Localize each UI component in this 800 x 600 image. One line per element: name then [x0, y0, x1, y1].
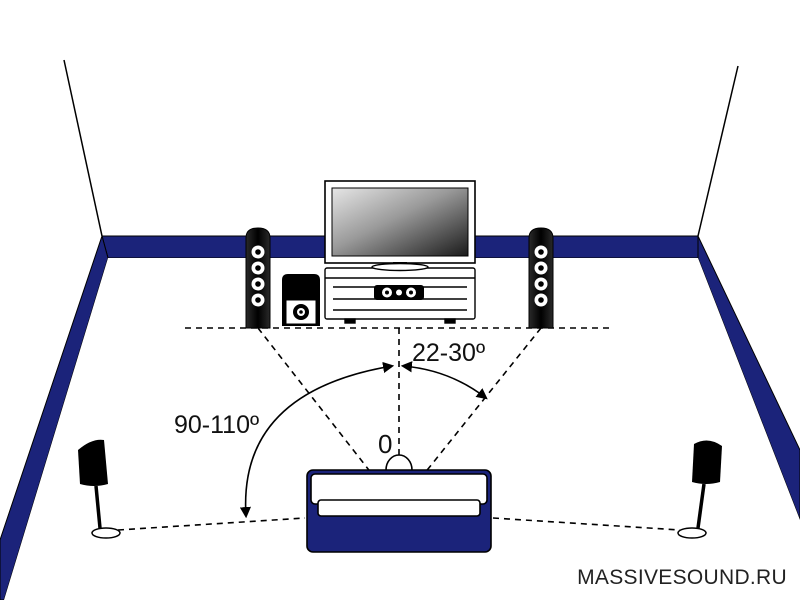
sofa-icon: [306, 469, 492, 553]
watermark-text: MASSIVESOUND.RU: [577, 566, 787, 589]
right-baseboard: [697, 235, 800, 521]
surround-right-speaker-icon: [677, 440, 722, 539]
front-angle-arc: [400, 361, 488, 400]
right-wall-corner: [697, 65, 739, 237]
center-angle-label: 0: [378, 429, 392, 459]
front-angle-label: 22-30º: [412, 339, 485, 367]
left-surround-line: [117, 517, 306, 531]
left-baseboard: [0, 234, 109, 600]
left-wall-corner: [63, 59, 103, 237]
surround-angle-arc: [239, 361, 395, 519]
subwoofer-icon: [282, 274, 320, 326]
angle-arcs: [239, 361, 488, 519]
center-speaker-icon: [374, 285, 424, 300]
floor: [4, 258, 800, 600]
surround-angle-label: 90-110º: [174, 411, 259, 439]
right-front-line: [423, 327, 542, 475]
front-left-speaker-icon: [245, 227, 271, 329]
surround-left-speaker-icon: [78, 439, 121, 539]
right-surround-line: [492, 517, 681, 531]
tv-icon: [324, 180, 476, 272]
front-right-speaker-icon: [528, 227, 554, 329]
